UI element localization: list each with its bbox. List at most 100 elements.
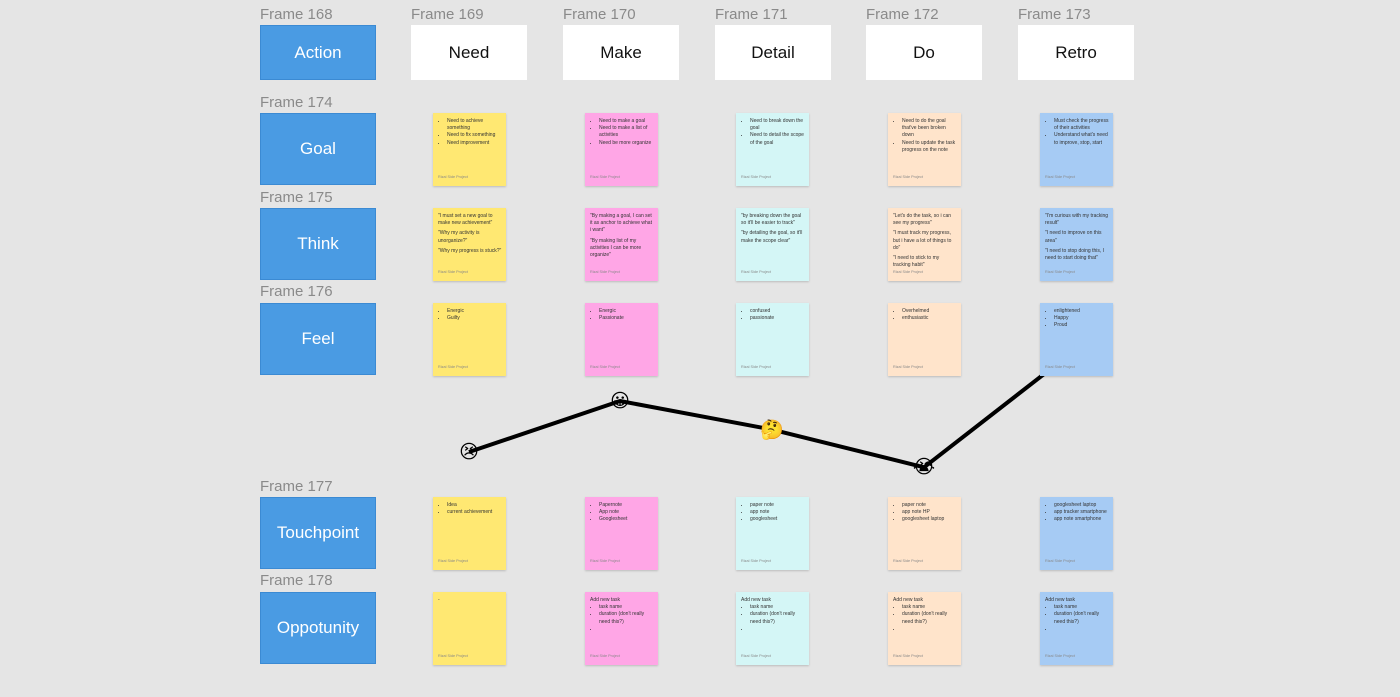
sticky-note-body: paper noteapp note HPgooglesheet laptop xyxy=(893,502,957,562)
row-header-touchpoint[interactable]: Touchpoint xyxy=(260,497,376,569)
row-header-touchpoint-label: Touchpoint xyxy=(276,523,360,542)
note-signature: Rizal Side Project xyxy=(893,558,923,563)
note-bullet-list: googlesheet laptopapp tracker smartphone… xyxy=(1045,502,1109,524)
sticky-note-feel-need[interactable]: EnergicGuiltyRizal Side Project xyxy=(433,303,506,376)
note-bullet: Need to make a list of activities xyxy=(599,125,654,139)
note-bullet: duration (don't really need this?) xyxy=(1054,611,1109,625)
emotion-emoji-make[interactable]: 😀 xyxy=(610,390,630,412)
note-signature: Rizal Side Project xyxy=(741,364,771,369)
sticky-note-body: Need to break down the goalNeed to detai… xyxy=(741,118,805,178)
note-bullet: Need be more organize xyxy=(599,140,654,147)
column-header-need[interactable]: Need xyxy=(411,25,527,80)
note-bullet-list: EnergicPassionate xyxy=(590,308,654,322)
sticky-note-body: Overhelmedenthusiastic xyxy=(893,308,957,368)
note-bullet: googlesheet xyxy=(750,516,805,523)
sticky-note-opportunity-need[interactable]: - Rizal Side Project xyxy=(433,592,506,665)
row-header-goal[interactable]: Goal xyxy=(260,113,376,185)
note-bullet: Need to detail the scope of the goal xyxy=(750,132,805,146)
note-bullet-list: Ideacurrent achievement xyxy=(438,502,502,516)
sticky-note-goal-need[interactable]: Need to achieve somethingNeed to fix som… xyxy=(433,113,506,186)
frame-label-retro[interactable]: Frame 173 xyxy=(1018,6,1091,23)
frame-label-think[interactable]: Frame 175 xyxy=(260,189,333,206)
note-bullet: googlesheet laptop xyxy=(1054,502,1109,509)
sticky-note-feel-make[interactable]: EnergicPassionateRizal Side Project xyxy=(585,303,658,376)
frame-label-make[interactable]: Frame 170 xyxy=(563,6,636,23)
sticky-note-body: Add new tasktask nameduration (don't rea… xyxy=(590,597,654,657)
note-signature: Rizal Side Project xyxy=(590,364,620,369)
sticky-note-feel-do[interactable]: OverhelmedenthusiasticRizal Side Project xyxy=(888,303,961,376)
note-lead: Add new task xyxy=(1045,597,1076,603)
note-bullet: duration (don't really need this?) xyxy=(599,611,654,625)
note-bullet-list: Need to make a goalNeed to make a list o… xyxy=(590,118,654,147)
frame-label-detail[interactable]: Frame 171 xyxy=(715,6,788,23)
note-signature: Rizal Side Project xyxy=(590,174,620,179)
note-bullet: Need to make a goal xyxy=(599,118,654,125)
row-header-feel[interactable]: Feel xyxy=(260,303,376,375)
sticky-note-opportunity-detail[interactable]: Add new tasktask nameduration (don't rea… xyxy=(736,592,809,665)
sticky-note-opportunity-do[interactable]: Add new tasktask nameduration (don't rea… xyxy=(888,592,961,665)
note-bullet: Proud xyxy=(1054,322,1109,329)
sticky-note-opportunity-make[interactable]: Add new tasktask nameduration (don't rea… xyxy=(585,592,658,665)
note-paragraph: "I need to improve on this area" xyxy=(1045,230,1102,244)
sticky-note-opportunity-retro[interactable]: Add new tasktask nameduration (don't rea… xyxy=(1040,592,1113,665)
sticky-note-think-retro[interactable]: "I'm curious with my tracking result""I … xyxy=(1040,208,1113,281)
note-signature: Rizal Side Project xyxy=(1045,269,1075,274)
note-signature: Rizal Side Project xyxy=(893,174,923,179)
column-header-retro[interactable]: Retro xyxy=(1018,25,1134,80)
note-bullet-list: enlightenedHappyProud xyxy=(1045,308,1109,330)
note-paragraph: - xyxy=(438,597,440,603)
column-header-retro-label: Retro xyxy=(1055,42,1097,62)
note-bullet-list: confusedpassionate xyxy=(741,308,805,322)
frame-label-goal[interactable]: Frame 174 xyxy=(260,94,333,111)
sticky-note-feel-retro[interactable]: enlightenedHappyProudRizal Side Project xyxy=(1040,303,1113,376)
sticky-note-think-make[interactable]: "By making a goal, I can set it as ancho… xyxy=(585,208,658,281)
note-lead: Add new task xyxy=(893,597,924,603)
emotion-emoji-need[interactable]: 😣 xyxy=(459,441,479,463)
note-bullet: app tracker smartphone xyxy=(1054,509,1109,516)
note-bullet xyxy=(1054,626,1109,633)
frame-label-touchpoint[interactable]: Frame 177 xyxy=(260,478,333,495)
note-bullet xyxy=(902,626,957,633)
sticky-note-feel-detail[interactable]: confusedpassionateRizal Side Project xyxy=(736,303,809,376)
frame-label-do[interactable]: Frame 172 xyxy=(866,6,939,23)
frame-label-action[interactable]: Frame 168 xyxy=(260,6,333,23)
frame-label-opportunity[interactable]: Frame 178 xyxy=(260,572,333,589)
note-signature: Rizal Side Project xyxy=(438,653,468,658)
note-signature: Rizal Side Project xyxy=(893,653,923,658)
emotion-emoji-do[interactable]: 😭 xyxy=(912,456,936,479)
column-header-detail[interactable]: Detail xyxy=(715,25,831,80)
sticky-note-goal-make[interactable]: Need to make a goalNeed to make a list o… xyxy=(585,113,658,186)
frame-label-need[interactable]: Frame 169 xyxy=(411,6,484,23)
note-signature: Rizal Side Project xyxy=(741,269,771,274)
note-bullet: task name xyxy=(599,604,654,611)
row-header-think[interactable]: Think xyxy=(260,208,376,280)
note-bullet: Need to achieve something xyxy=(447,118,502,132)
note-bullet: paper note xyxy=(902,502,957,509)
column-header-make[interactable]: Make xyxy=(563,25,679,80)
row-header-action-label: Action xyxy=(294,42,342,62)
sticky-note-touchpoint-detail[interactable]: paper noteapp notegooglesheetRizal Side … xyxy=(736,497,809,570)
row-header-action[interactable]: Action xyxy=(260,25,376,80)
column-header-do[interactable]: Do xyxy=(866,25,982,80)
sticky-note-touchpoint-do[interactable]: paper noteapp note HPgooglesheet laptopR… xyxy=(888,497,961,570)
row-header-goal-label: Goal xyxy=(300,139,336,158)
sticky-note-think-need[interactable]: "I must set a new goal to make new achie… xyxy=(433,208,506,281)
sticky-note-goal-do[interactable]: Need to do the goal that've been broken … xyxy=(888,113,961,186)
row-header-opportunity[interactable]: Oppotunity xyxy=(260,592,376,664)
note-bullet: Need to fix something xyxy=(447,132,502,139)
emotion-emoji-detail[interactable]: 🤔 xyxy=(760,418,784,441)
sticky-note-body: Add new tasktask nameduration (don't rea… xyxy=(741,597,805,657)
sticky-note-touchpoint-make[interactable]: PapernoteApp noteGooglesheetRizal Side P… xyxy=(585,497,658,570)
sticky-note-goal-detail[interactable]: Need to break down the goalNeed to detai… xyxy=(736,113,809,186)
note-bullet: app note xyxy=(750,509,805,516)
sticky-note-body: confusedpassionate xyxy=(741,308,805,368)
note-bullet: Need improvement xyxy=(447,140,502,147)
sticky-note-touchpoint-retro[interactable]: googlesheet laptopapp tracker smartphone… xyxy=(1040,497,1113,570)
sticky-note-think-detail[interactable]: "by breaking down the goal so it'll be e… xyxy=(736,208,809,281)
note-bullet-list: EnergicGuilty xyxy=(438,308,502,322)
sticky-note-think-do[interactable]: "Let's do the task, so i can see my prog… xyxy=(888,208,961,281)
note-bullet: confused xyxy=(750,308,805,315)
sticky-note-goal-retro[interactable]: Must check the progress of their activit… xyxy=(1040,113,1113,186)
frame-label-feel[interactable]: Frame 176 xyxy=(260,283,333,300)
